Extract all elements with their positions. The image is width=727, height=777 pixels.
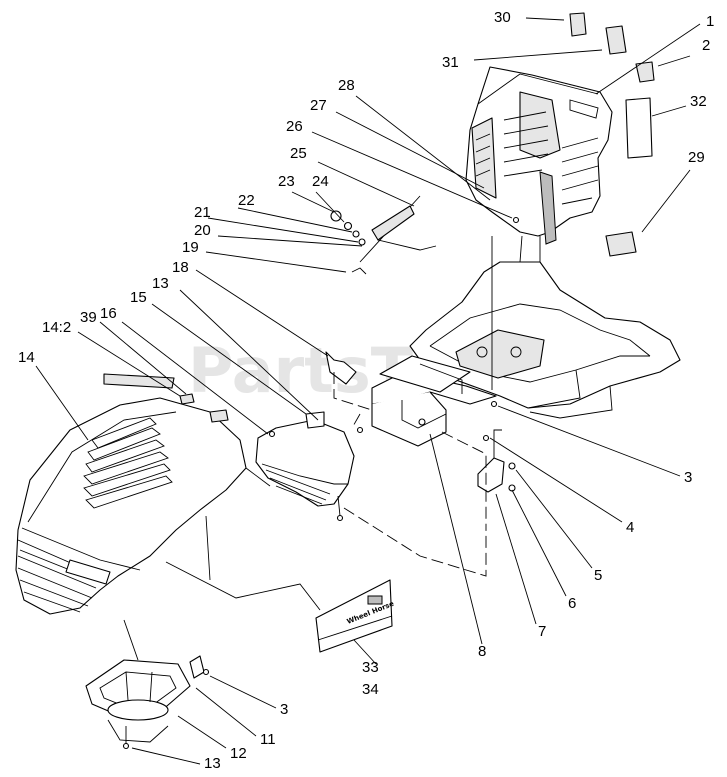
decal-30 xyxy=(569,12,587,37)
support-bracket xyxy=(477,400,516,493)
hood-front-grille xyxy=(17,539,111,613)
assembly-lines xyxy=(123,236,493,661)
callout-39: 39 xyxy=(80,309,97,326)
callout-13-upper: 13 xyxy=(152,275,169,292)
callout-27: 27 xyxy=(310,97,327,114)
callout-25: 25 xyxy=(290,145,307,162)
lift-linkage xyxy=(330,195,520,275)
callout-31: 31 xyxy=(442,54,459,71)
callout-18: 18 xyxy=(172,259,189,276)
callout-20: 20 xyxy=(194,222,211,239)
callout-26: 26 xyxy=(286,118,303,135)
callout-15: 15 xyxy=(130,289,147,306)
callout-11: 11 xyxy=(260,731,276,748)
callout-6: 6 xyxy=(568,595,576,612)
callout-34: 34 xyxy=(362,681,379,698)
decal-31 xyxy=(605,25,627,55)
callout-4: 4 xyxy=(626,519,634,536)
callout-30: 30 xyxy=(494,9,511,26)
leader-lines xyxy=(35,17,701,765)
callout-3-right: 3 xyxy=(684,469,692,486)
callout-23: 23 xyxy=(278,173,295,190)
front-grille-panel xyxy=(255,411,364,522)
callout-33: 33 xyxy=(362,659,379,676)
pad-29 xyxy=(605,231,637,257)
callout-22: 22 xyxy=(238,192,255,209)
fender-seat-pan xyxy=(465,66,613,245)
dash-bracket xyxy=(325,351,497,447)
callout-14-2: 14:2 xyxy=(42,319,71,336)
callout-28: 28 xyxy=(338,77,355,94)
callout-1: 1 xyxy=(706,13,714,30)
plate-32 xyxy=(625,97,653,159)
callout-32: 32 xyxy=(690,93,707,110)
hood-strip-14-2 xyxy=(103,373,175,389)
callout-7: 7 xyxy=(538,623,546,640)
callout-labels: 30 1 2 31 32 28 27 26 25 29 23 24 22 21 … xyxy=(18,9,714,772)
callout-5: 5 xyxy=(594,567,602,584)
callout-8: 8 xyxy=(478,643,486,660)
callout-24: 24 xyxy=(312,173,329,190)
callout-29: 29 xyxy=(688,149,705,166)
callout-12: 12 xyxy=(230,745,247,762)
callout-3-lower: 3 xyxy=(280,701,288,718)
battery-tray xyxy=(85,655,210,750)
callout-13-lower: 13 xyxy=(204,755,221,772)
callout-14: 14 xyxy=(18,349,35,366)
hood-grille-vents xyxy=(83,417,173,509)
side-decal: Wheel Horse xyxy=(315,579,395,653)
callout-16: 16 xyxy=(100,305,117,322)
callout-21: 21 xyxy=(194,204,211,221)
callout-19: 19 xyxy=(182,239,199,256)
frame-footrest xyxy=(409,235,681,419)
knob-2 xyxy=(635,61,655,83)
hood xyxy=(15,373,247,615)
callout-2: 2 xyxy=(702,37,710,54)
